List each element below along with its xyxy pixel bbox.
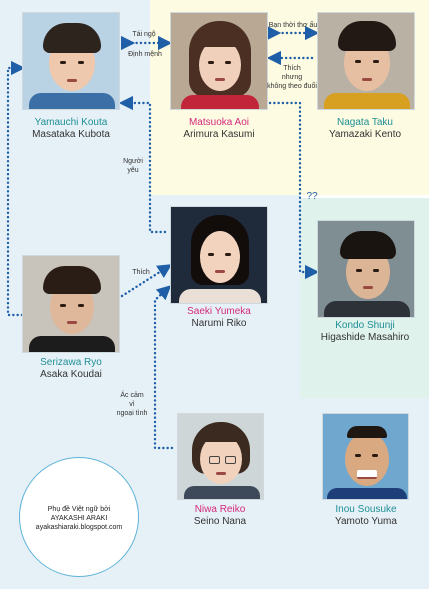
aoi-name: Matsuoka Aoi bbox=[188, 117, 250, 128]
label-thich-nhung-2: nhưng bbox=[281, 74, 303, 81]
label-thich-nhung-1: Thích bbox=[283, 65, 301, 72]
credit-line-3: ayakashiaraki.blogspot.com bbox=[35, 524, 123, 531]
label-thich: Thích bbox=[132, 269, 150, 276]
label-thich-nhung-3: không theo đuổi bbox=[267, 83, 317, 90]
ryo-name: Serizawa Ryo bbox=[40, 357, 102, 368]
label-ac-cam-1: Ác cảm bbox=[120, 392, 144, 399]
sousuke-actor: Yamoto Yuma bbox=[335, 516, 397, 527]
label-tai-ngo: Tái ngộ bbox=[132, 31, 156, 38]
credit-line-1: Phụ đề Việt ngữ bởi bbox=[47, 506, 111, 513]
sousuke-photo bbox=[322, 413, 409, 500]
link-ryo-yumeka bbox=[120, 264, 173, 298]
link-yumeka-kouta bbox=[118, 95, 167, 234]
shunji-name: Kondo Shunji bbox=[335, 320, 395, 331]
reiko-actor: Seino Nana bbox=[193, 516, 247, 527]
label-ban-tho-au: Bạn thời thơ ấu bbox=[268, 22, 318, 29]
kouta-name: Yamauchi Kouta bbox=[34, 117, 108, 128]
label-nguoi-yeu-1: Người bbox=[123, 158, 143, 165]
yumeka-actor: Narumi Riko bbox=[191, 318, 247, 329]
link-reiko-yumeka bbox=[153, 285, 174, 450]
ryo-photo bbox=[22, 255, 120, 353]
credit-line-2: AYAKASHI ARAKI bbox=[50, 515, 108, 522]
label-ac-cam-3: ngoại tình bbox=[116, 410, 148, 417]
taku-name: Nagata Taku bbox=[337, 117, 393, 128]
kouta-photo bbox=[22, 12, 120, 110]
kouta-actor: Masataka Kubota bbox=[32, 129, 110, 140]
yumeka-photo bbox=[170, 206, 268, 304]
label-ac-cam-2: vì bbox=[129, 401, 135, 408]
aoi-actor: Arimura Kasumi bbox=[183, 129, 255, 140]
yumeka-name: Saeki Yumeka bbox=[187, 306, 251, 317]
label-question: ?? bbox=[306, 191, 318, 202]
link-ryo-kouta bbox=[6, 60, 26, 317]
ryo-actor: Asaka Koudai bbox=[40, 369, 102, 380]
credit-circle bbox=[19, 457, 139, 577]
shunji-photo bbox=[317, 220, 415, 318]
aoi-photo bbox=[170, 12, 268, 110]
label-nguoi-yeu-2: yêu bbox=[127, 167, 139, 174]
taku-photo bbox=[317, 12, 415, 110]
shunji-actor: Higashide Masahiro bbox=[320, 332, 410, 343]
reiko-photo bbox=[177, 413, 264, 500]
label-dinh-menh: Định mệnh bbox=[128, 51, 162, 58]
taku-actor: Yamazaki Kento bbox=[328, 129, 402, 140]
sousuke-name: Inou Sousuke bbox=[335, 504, 397, 515]
reiko-name: Niwa Reiko bbox=[194, 504, 246, 515]
